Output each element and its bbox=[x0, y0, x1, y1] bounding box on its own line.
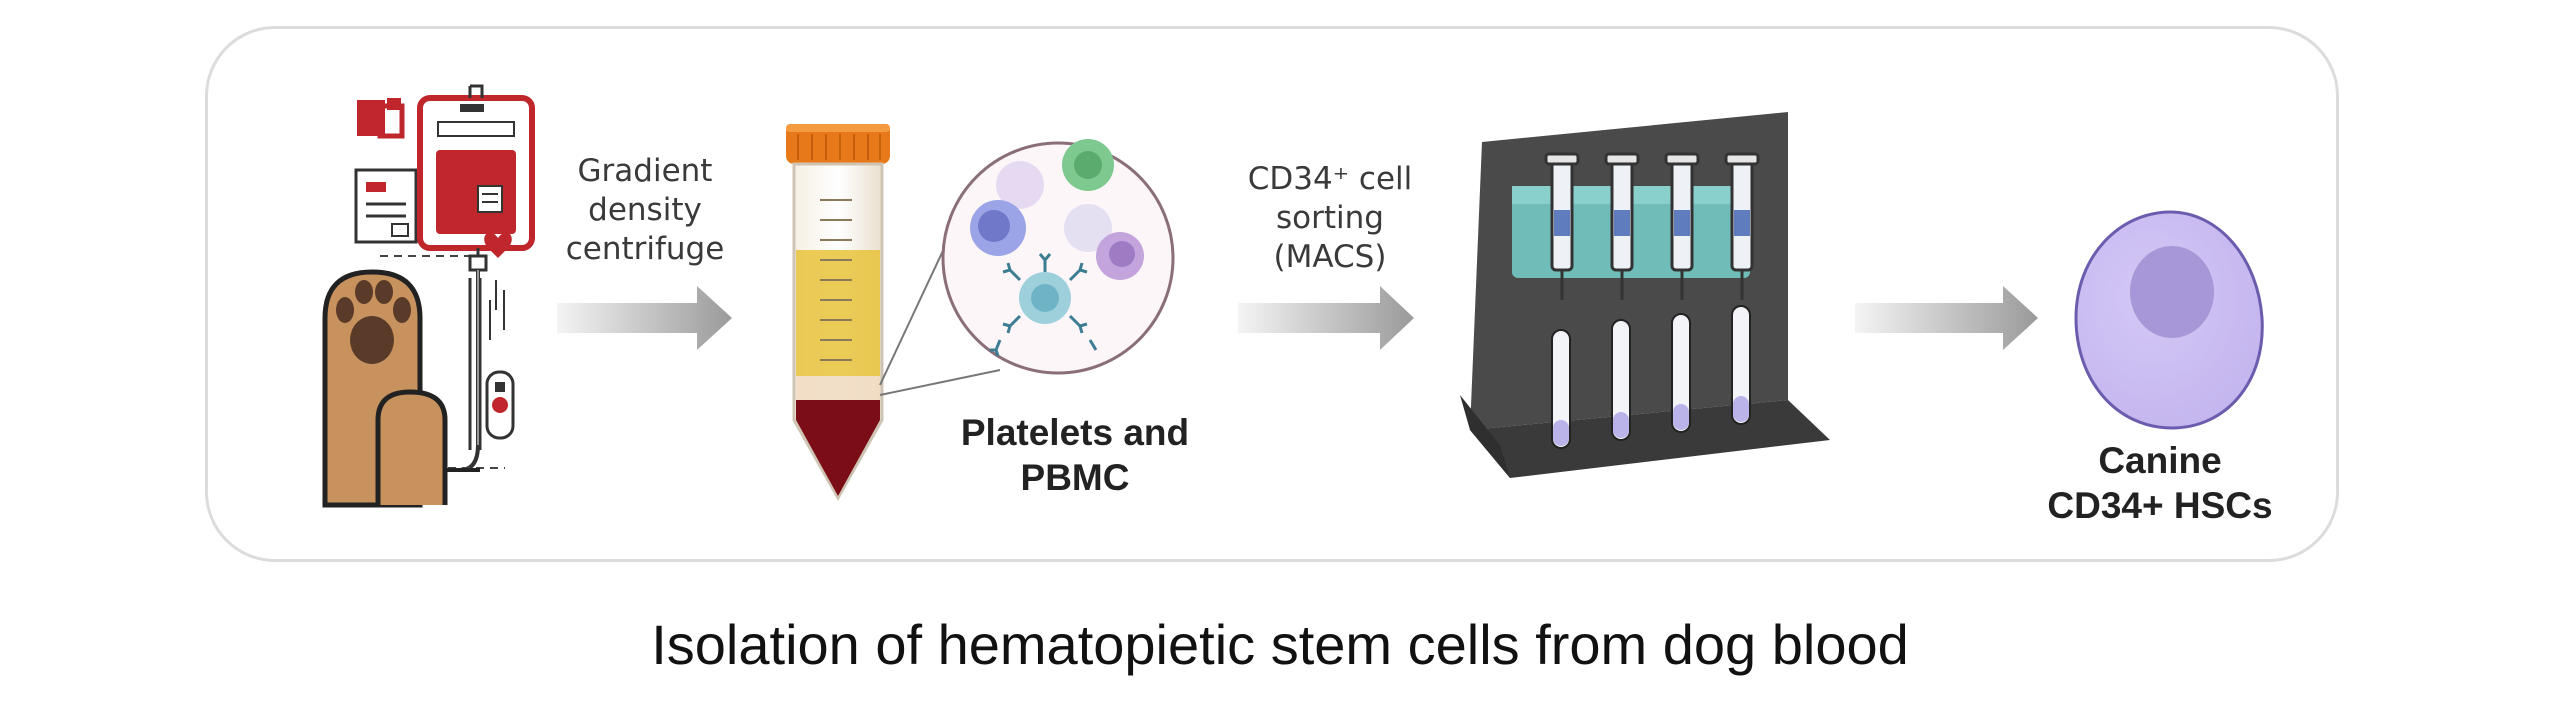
label-line: centrifuge bbox=[565, 230, 725, 267]
pbmc-zoom-circle bbox=[941, 139, 1175, 375]
label-line: PBMC bbox=[1020, 457, 1130, 499]
paw-icon bbox=[322, 269, 480, 508]
cell-icon bbox=[1064, 204, 1112, 252]
cell-icon bbox=[996, 161, 1044, 209]
column-tubes bbox=[1544, 152, 1760, 300]
centrifuge-tube-icon bbox=[786, 124, 890, 502]
vial-icon bbox=[357, 98, 405, 139]
label-line: CD34+ HSCs bbox=[2047, 485, 2273, 527]
process-arrow-2 bbox=[1238, 286, 1414, 350]
label-line: Canine bbox=[2098, 440, 2222, 481]
blood-bag-icon bbox=[417, 84, 535, 272]
label-line: density bbox=[588, 191, 702, 228]
sample-tube-icon bbox=[485, 370, 515, 440]
hsc-cell-icon bbox=[2074, 210, 2264, 430]
process-arrow-1 bbox=[557, 286, 732, 350]
hsc-label: Canine CD34+ HSCs bbox=[2010, 438, 2310, 528]
document-icon bbox=[354, 168, 418, 244]
label-line: Platelets and bbox=[960, 412, 1190, 453]
platelets-pbmc-label: Platelets and PBMC bbox=[925, 410, 1225, 500]
process-arrow-3 bbox=[1855, 286, 2038, 350]
label-line: Gradient bbox=[577, 153, 713, 189]
macs-rack-icon bbox=[1460, 112, 1830, 478]
diagram-frame bbox=[205, 26, 2339, 562]
label-line: sorting bbox=[1276, 199, 1384, 236]
blood-donation-illustration bbox=[322, 84, 535, 508]
collection-tubes bbox=[1551, 305, 1751, 449]
centrifuge-step-label: Gradient density centrifuge bbox=[545, 152, 745, 268]
heart-icon bbox=[484, 232, 512, 258]
figure-caption: Isolation of hematopietic stem cells fro… bbox=[651, 613, 1909, 676]
sorting-step-label: CD34⁺ cell sorting (MACS) bbox=[1215, 160, 1445, 276]
label-line: (MACS) bbox=[1273, 238, 1387, 275]
label-line: CD34⁺ cell bbox=[1247, 161, 1413, 197]
